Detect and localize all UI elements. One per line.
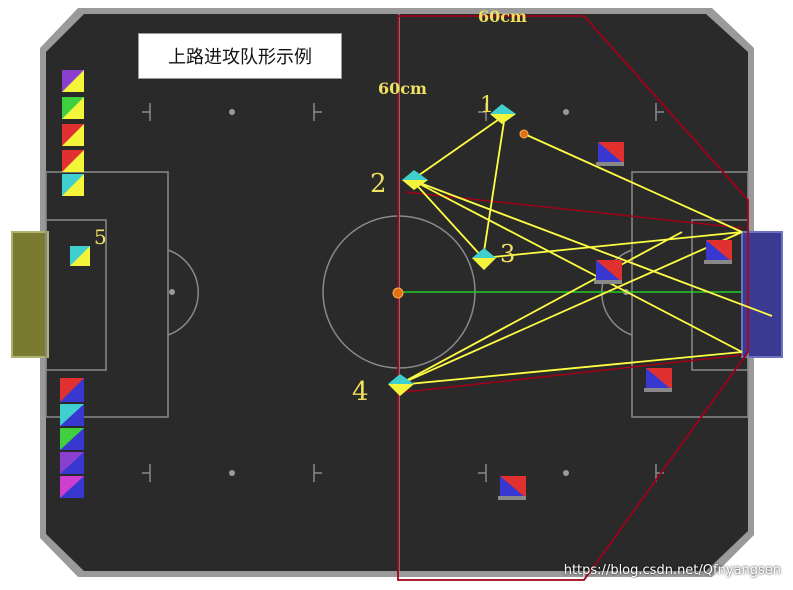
robot-label-2: 2 [370,169,387,199]
pass-line [397,351,743,386]
robot-4 [388,374,414,396]
robot-label-3: 3 [500,240,515,268]
spot [169,289,175,295]
left-goal [11,231,49,358]
spot [563,470,569,476]
left-penalty-arc [167,249,199,336]
pass-line [482,114,506,259]
pass-line [411,179,773,317]
spot [229,109,235,115]
robot-5 [70,246,90,266]
dimension-label-left: 60cm [378,79,427,98]
diagram-title: 上路进攻队形示例 [138,33,342,79]
pass-line [411,179,743,353]
robot-2 [402,170,428,190]
watermark: https://blog.csdn.net/Qfnyangsen [563,563,781,578]
robot-label-5: 5 [94,225,107,249]
pass-line [411,179,484,259]
bench-robots-bottom [60,378,84,498]
pass-line [482,231,743,259]
left-goal-area [45,219,107,371]
pass-line [397,231,743,386]
robot-1 [490,104,516,124]
pass-line [411,114,506,181]
spot [563,109,569,115]
bench-robots-top [62,70,84,196]
attack-zone-guide [404,354,743,393]
robot-3 [472,248,496,270]
spot [229,470,235,476]
dimension-label-top: 60cm [478,7,527,26]
robot-label-1: 1 [480,93,494,118]
pass-line [397,231,683,386]
ball [392,287,404,299]
own-robots [70,104,516,396]
ball [519,129,529,139]
pass-line [519,131,743,233]
attack-zone-outline [397,15,749,581]
robot-label-4: 4 [352,377,369,407]
opponent-robots [498,142,732,500]
